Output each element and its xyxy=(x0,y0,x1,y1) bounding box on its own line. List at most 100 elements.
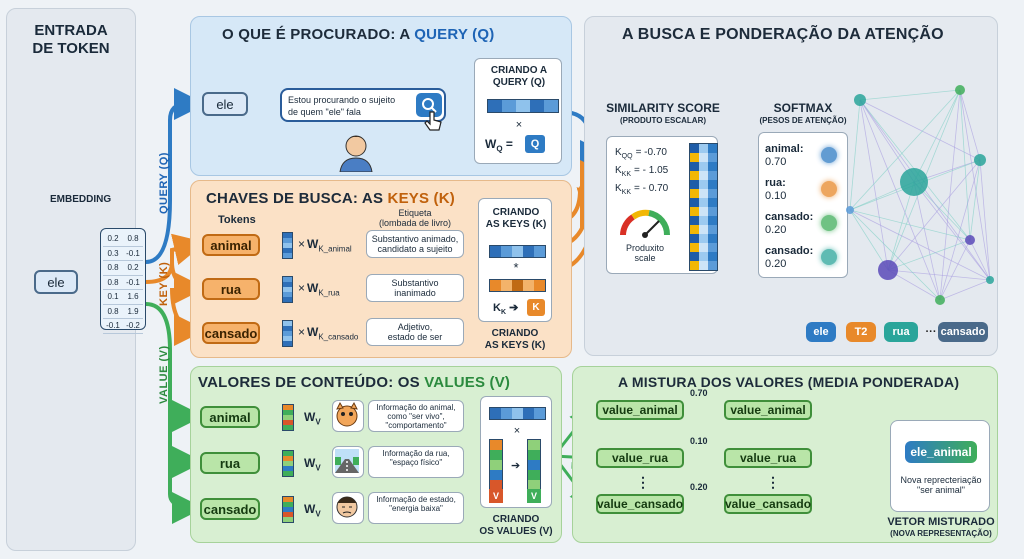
score-cell xyxy=(708,234,717,243)
score-row: KQQ= -0.70 xyxy=(615,147,667,160)
connector-arrow xyxy=(145,88,206,264)
score-cell xyxy=(699,180,708,189)
embedding-cell: 0.8 xyxy=(103,261,123,276)
score-cell xyxy=(690,180,699,189)
create-query-box: CRIANDO A QUERY (Q) × WQ = Q xyxy=(474,58,562,164)
score-cell xyxy=(690,216,699,225)
mix-value-left[interactable]: value_rua xyxy=(596,448,684,468)
connector-arrow xyxy=(145,302,204,432)
vector-mix-label: VETOR MISTURADO (NOVA REPRESENTAÇÃO) xyxy=(887,516,995,538)
attention-chip[interactable]: cansado xyxy=(938,322,988,342)
q-vector: Q xyxy=(525,135,545,153)
create-values-box: × ➔ V V xyxy=(480,396,552,508)
key-token-rua[interactable]: rua xyxy=(202,278,260,300)
embedding-cell: 0.8 xyxy=(103,276,123,290)
network-node xyxy=(854,94,866,106)
mix-weight: 0.20 xyxy=(690,482,708,492)
input-title: ENTRADA DE TOKEN xyxy=(32,22,110,57)
attention-chip[interactable]: rua xyxy=(884,322,918,342)
key-token-cansado[interactable]: cansado xyxy=(202,322,260,344)
mix-title: A MISTURA DOS VALORES (MEDIA PONDERADA) xyxy=(618,374,960,390)
key-embedding-vector xyxy=(282,232,293,259)
mix-value-right[interactable]: value_animal xyxy=(724,400,812,420)
score-matrix xyxy=(689,143,718,271)
search-icon xyxy=(422,98,437,113)
score-cell xyxy=(708,171,717,180)
gauge-label: Produxito scale xyxy=(625,243,665,264)
score-cell xyxy=(690,162,699,171)
value-input-vector xyxy=(489,407,546,420)
mix-value-right[interactable]: value_rua xyxy=(724,448,812,468)
wv-label: WV xyxy=(304,456,321,473)
score-cell xyxy=(699,261,708,270)
mix-value-left[interactable]: value_animal xyxy=(596,400,684,420)
value-info-card: Informação da rua,"espaço físico" xyxy=(368,446,464,478)
input-token[interactable]: ele xyxy=(34,270,78,294)
wv-matrix xyxy=(489,439,503,491)
score-cell xyxy=(690,171,699,180)
embedding-cell: -0.2 xyxy=(123,319,143,334)
weight-row: cansado:0.20 xyxy=(765,211,814,236)
value-embedding-vector xyxy=(282,404,294,431)
score-cell xyxy=(699,234,708,243)
query-panel-title: O QUE É PROCURADO: A QUERY (Q) xyxy=(222,26,495,43)
wk-label: ×WK_rua xyxy=(298,281,340,298)
network-node xyxy=(846,206,854,214)
network-node xyxy=(935,295,945,305)
kk-label: KK ➔ xyxy=(493,302,519,317)
value-embedding-vector xyxy=(282,450,294,477)
mix-value-right[interactable]: value_cansado xyxy=(724,494,812,514)
attention-network xyxy=(846,85,994,305)
network-node xyxy=(974,154,986,166)
weight-row: animal:0.70 xyxy=(765,143,804,168)
score-cell xyxy=(699,216,708,225)
branch-value-label: VALUE (V) xyxy=(158,345,170,404)
wv-label: WV xyxy=(304,410,321,427)
search-button[interactable] xyxy=(416,93,442,117)
key-label-card: Substantivo animado,candidato a sujeito xyxy=(366,230,464,258)
value-token-cansado[interactable]: cansado xyxy=(200,498,260,520)
key-token-animal[interactable]: animal xyxy=(202,234,260,256)
query-token[interactable]: ele xyxy=(202,92,248,116)
wk-vector xyxy=(489,279,546,292)
score-cell xyxy=(699,198,708,207)
attention-chip[interactable]: T2 xyxy=(846,322,876,342)
attention-chip[interactable]: ··· xyxy=(925,326,937,338)
score-cell xyxy=(708,207,717,216)
value-token-rua[interactable]: rua xyxy=(200,452,260,474)
embedding-cell: -0.1 xyxy=(103,319,123,334)
score-cell xyxy=(690,198,699,207)
attention-chip[interactable]: ele xyxy=(806,322,836,342)
wk-label: ×WK_cansado xyxy=(298,325,359,342)
embedding-row: 0.3-0.1 xyxy=(103,247,143,261)
create-values-label: CRIANDO OS VALUES (V) xyxy=(479,514,553,537)
score-cell xyxy=(690,234,699,243)
score-row: KKK= - 1.05 xyxy=(615,165,669,178)
key-embedding-vector xyxy=(282,276,293,303)
score-cell xyxy=(690,225,699,234)
score-cell xyxy=(708,180,717,189)
weight-row: cansado:0.20 xyxy=(765,245,814,270)
score-cell xyxy=(699,252,708,261)
network-node xyxy=(965,235,975,245)
value-token-animal[interactable]: animal xyxy=(200,406,260,428)
weight-dot xyxy=(821,147,837,163)
embedding-label: EMBEDDING xyxy=(50,194,112,205)
embedding-cell: -0.1 xyxy=(123,247,143,261)
branch-key-label: KEY (K) xyxy=(158,261,170,306)
create-keys-bottom: CRIANDO AS KEYS (K) xyxy=(484,328,546,351)
score-cell xyxy=(699,189,708,198)
v-label-1: V xyxy=(489,489,503,503)
mix-value-left[interactable]: value_cansado xyxy=(596,494,684,514)
search-bar[interactable]: Estou procurando o sujeito de quem "ele"… xyxy=(280,88,446,122)
score-cell xyxy=(708,153,717,162)
etiqueta-label: Etiqueta (lombada de livro) xyxy=(378,208,452,229)
key-panel-title: CHAVES DE BUSCA: AS KEYS (K) xyxy=(206,190,455,207)
score-cell xyxy=(708,198,717,207)
key-label-card: Adjetivo,estado de ser xyxy=(366,318,464,346)
